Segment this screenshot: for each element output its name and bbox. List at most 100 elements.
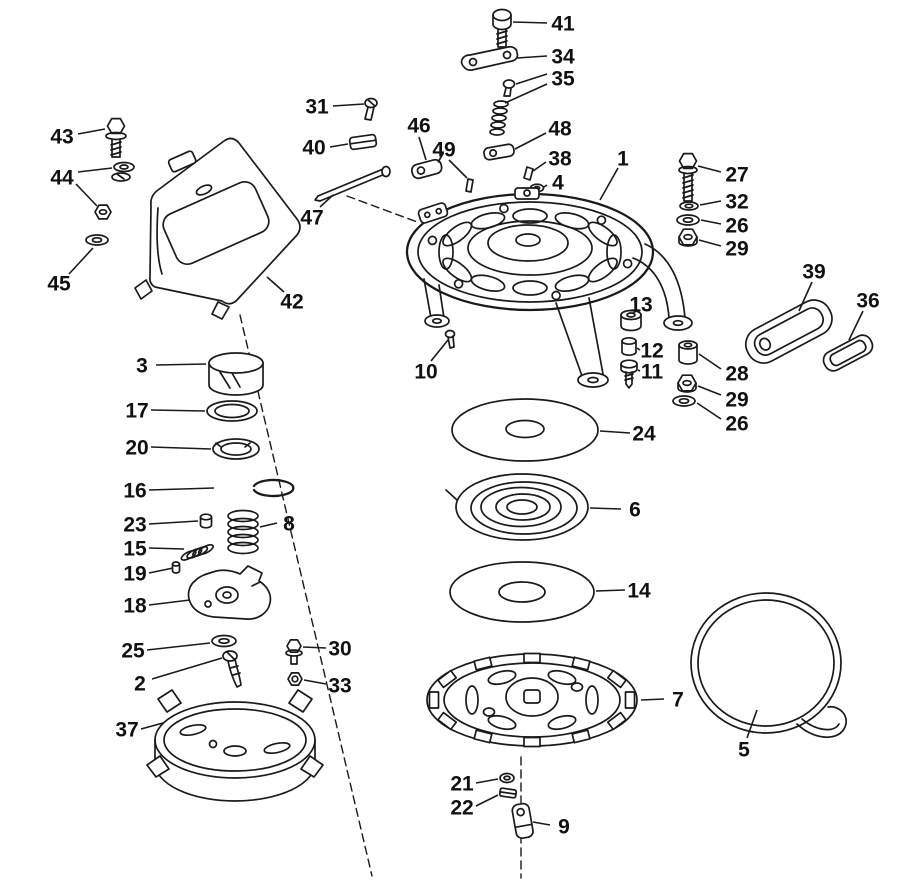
part-17-washer: [206, 400, 258, 422]
callout-9: 9: [558, 815, 570, 838]
leader-line-26a: [700, 219, 722, 225]
callout-49: 49: [432, 138, 455, 161]
leader-line-15: [148, 547, 185, 550]
part-43-bolt: [105, 117, 127, 158]
leader-line-24: [599, 430, 631, 434]
callout-19: 19: [123, 562, 146, 585]
leader-line-35: [515, 73, 548, 85]
part-44-washers-and-nut: [94, 161, 135, 220]
housing-slots: [438, 208, 622, 296]
leader-line-16: [148, 487, 215, 491]
leader-line-29a: [698, 239, 722, 247]
callout-25: 25: [121, 639, 145, 662]
leader-line-41: [512, 21, 548, 24]
part-27-bolt: [678, 152, 698, 202]
callout-28: 28: [725, 362, 749, 385]
leader-line-43: [77, 128, 106, 135]
part-14-friction-disc: [449, 561, 595, 623]
part-38-pin: [523, 166, 534, 181]
leader-line-8: [259, 522, 278, 528]
part-28-spacer: [678, 340, 698, 365]
part-13-bushing: [620, 309, 642, 332]
callout-21: 21: [450, 772, 474, 795]
callout-20: 20: [125, 436, 148, 459]
part-23-pin: [199, 513, 213, 529]
part-3-bushing-cup: [208, 352, 264, 396]
part-26-washer-upper: [676, 214, 700, 226]
callout-4: 4: [552, 171, 564, 194]
callout-22: 22: [450, 796, 473, 819]
callout-14: 14: [627, 579, 651, 602]
part-18-pawl-plate: [187, 565, 272, 620]
callout-8: 8: [283, 512, 295, 535]
leader-line-10: [430, 339, 449, 362]
part-24-friction-disc: [451, 398, 599, 462]
leader-line-48: [514, 132, 547, 150]
callout-35: 35: [551, 67, 575, 90]
part-12-spacer: [621, 336, 637, 357]
callout-27: 27: [725, 163, 748, 186]
callout-29a: 29: [725, 237, 748, 260]
part-33-nut: [287, 672, 303, 686]
leader-line-40: [329, 143, 349, 148]
leader-line-19: [148, 567, 174, 574]
part-47-rod: [314, 165, 391, 202]
leader-line-9: [532, 821, 551, 826]
callout-23: 23: [123, 513, 146, 536]
callout-45: 45: [47, 272, 71, 295]
callout-17: 17: [125, 399, 148, 422]
leader-line-25: [146, 642, 211, 651]
leader-line-44: [77, 167, 113, 173]
part-37-starter-cup: [146, 689, 324, 802]
leader-line-1: [599, 167, 619, 201]
leader-line-28: [698, 353, 722, 370]
callout-26a: 26: [725, 214, 748, 237]
callout-41: 41: [551, 12, 575, 35]
leader-line-46: [418, 136, 427, 161]
part-31-screw: [364, 97, 378, 121]
leader-line-27: [697, 165, 722, 173]
leader-line-11: [637, 369, 641, 372]
leader-line-39: [798, 281, 813, 312]
leader-line-33: [303, 679, 327, 685]
part-39-handle: [744, 299, 833, 364]
leader-line-6: [589, 507, 622, 510]
part-6-power-spring: [445, 473, 589, 541]
part-8-spring: [227, 509, 259, 555]
callout-48: 48: [548, 117, 572, 140]
part-35-screw-and-spring: [489, 79, 516, 136]
callout-36: 36: [856, 289, 879, 312]
part-49-pin: [465, 178, 474, 193]
part-42-mounting-bracket: [134, 137, 301, 320]
part-21-washer: [499, 772, 515, 784]
leader-line-35-2: [504, 83, 548, 104]
leader-line-20: [150, 446, 212, 450]
callout-33: 33: [328, 674, 351, 697]
callout-12: 12: [640, 339, 663, 362]
leader-line-17: [150, 409, 206, 412]
callout-6: 6: [629, 498, 641, 521]
callout-30: 30: [328, 637, 351, 660]
callout-34: 34: [551, 45, 575, 68]
leader-line-30: [302, 646, 327, 649]
leader-line-7: [640, 698, 665, 701]
leader-line-47: [319, 194, 334, 208]
part-30-bolt: [285, 639, 303, 665]
leader-line-4: [543, 184, 548, 188]
callout-18: 18: [123, 594, 147, 617]
callout-5: 5: [738, 738, 750, 761]
leader-line-44-2: [75, 183, 98, 207]
part-36-handle-insert: [822, 334, 874, 372]
callout-43: 43: [50, 125, 73, 148]
leader-line-29b: [697, 385, 722, 396]
callout-44: 44: [50, 166, 74, 189]
callout-37: 37: [115, 718, 138, 741]
leader-line-12: [636, 347, 641, 351]
part-7-pulley: [426, 652, 638, 748]
callout-39: 39: [802, 260, 825, 283]
leader-line-22: [475, 794, 499, 807]
part-45-washer: [85, 234, 109, 246]
